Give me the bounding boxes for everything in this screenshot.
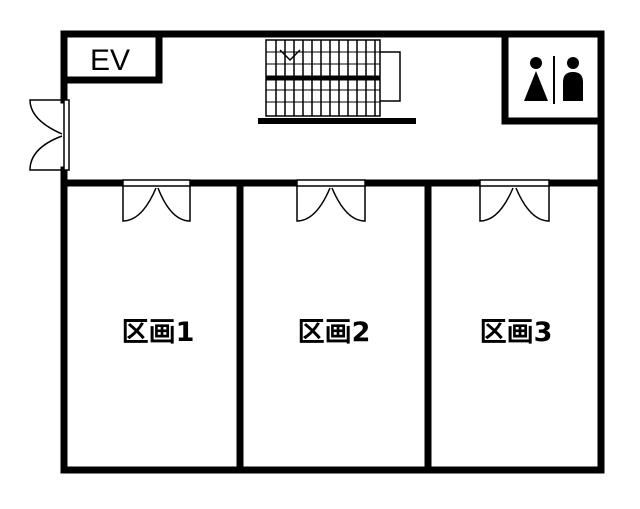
outer-walls bbox=[60, 30, 605, 474]
entrance-double-door[interactable] bbox=[29, 99, 70, 171]
door-room-2[interactable] bbox=[296, 179, 366, 222]
elevator-label: EV bbox=[90, 44, 130, 77]
stairs-icon bbox=[258, 39, 416, 124]
door-room-3[interactable] bbox=[479, 179, 550, 222]
room-partitions bbox=[236, 179, 432, 474]
restroom-icon bbox=[524, 56, 583, 104]
room-2-label: 区画2 bbox=[298, 317, 371, 348]
room-1-label: 区画1 bbox=[122, 317, 195, 348]
restroom[interactable] bbox=[501, 30, 605, 125]
door-room-1[interactable] bbox=[122, 179, 191, 222]
room-3-label: 区画3 bbox=[480, 317, 553, 348]
elevator[interactable]: EV bbox=[60, 30, 163, 84]
